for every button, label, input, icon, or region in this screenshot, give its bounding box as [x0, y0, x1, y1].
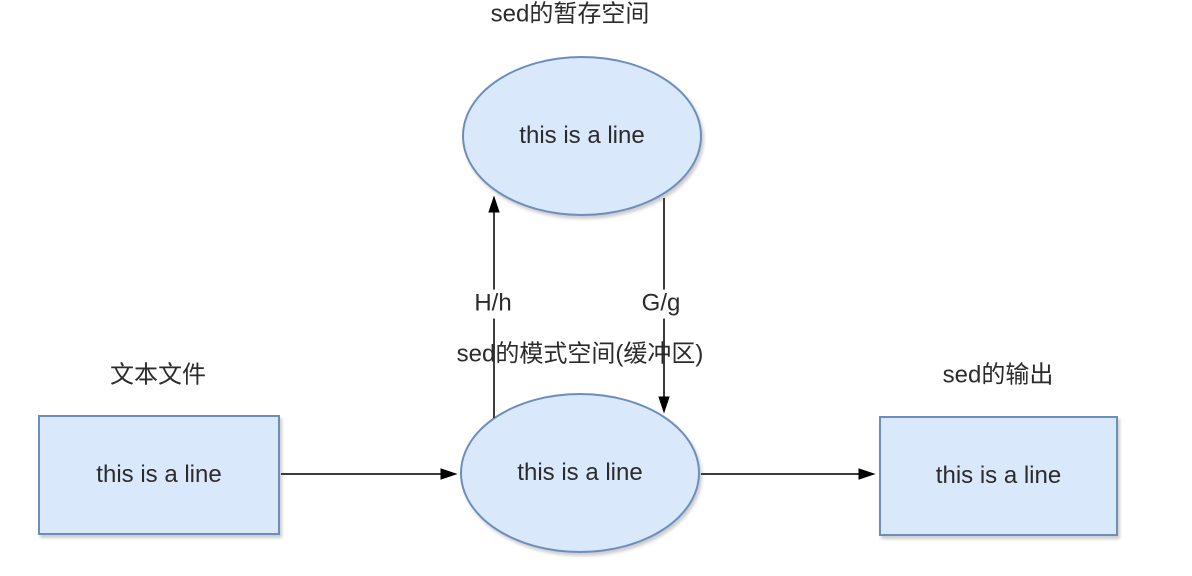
node-output[interactable]: this is a line [879, 416, 1118, 536]
title-output: sed的输出 [942, 361, 1054, 389]
edge-label-pattern-to-hold: H/h [471, 289, 515, 319]
node-pattern-space[interactable]: this is a line [460, 393, 700, 553]
node-hold-space-label: this is a line [519, 122, 645, 149]
node-text-file[interactable]: this is a line [38, 415, 280, 535]
title-hold-space: sed的暂存空间 [490, 0, 650, 28]
node-hold-space[interactable]: this is a line [462, 56, 702, 216]
node-pattern-space-label: this is a line [517, 459, 643, 486]
title-pattern-space: sed的模式空间(缓冲区) [456, 340, 704, 368]
edge-label-hold-to-pattern: G/g [638, 289, 684, 319]
node-text-file-label: this is a line [96, 461, 222, 488]
title-text-file: 文本文件 [110, 361, 206, 389]
node-output-label: this is a line [935, 462, 1062, 489]
